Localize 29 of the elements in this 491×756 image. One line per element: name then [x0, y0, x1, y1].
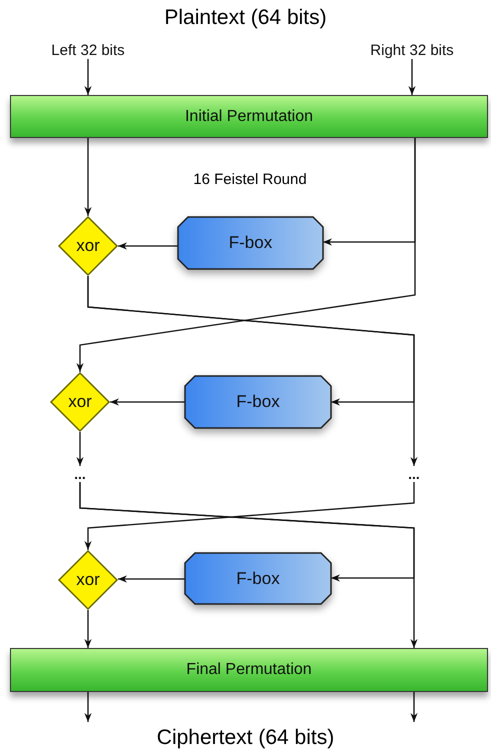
arrow — [84, 482, 415, 550]
function-box: F-box — [185, 553, 331, 604]
arrow — [76, 432, 84, 466]
arrow — [76, 138, 416, 372]
diagram-caption: Ciphertext (64 bits) — [156, 726, 336, 750]
permutation-bar: Final Permutation — [10, 648, 488, 692]
arrow — [110, 398, 185, 406]
bit-label: Left 32 bits — [38, 41, 138, 59]
arrow — [408, 59, 416, 95]
xor-diamond: xor — [50, 372, 110, 432]
diagram-title: Plaintext (64 bits) — [163, 6, 328, 30]
arrow — [84, 610, 92, 648]
round-label: 16 Feistel Round — [192, 171, 308, 188]
permutation-bar: Initial Permutation — [10, 95, 488, 138]
arrow — [410, 692, 418, 722]
arrow — [87, 276, 418, 466]
xor-diamond: xor — [58, 216, 118, 276]
function-box: F-box — [178, 217, 323, 269]
bit-label: Right 32 bits — [362, 41, 462, 59]
arrow — [84, 59, 92, 95]
ellipsis: ... — [68, 466, 92, 482]
function-box: F-box — [185, 376, 331, 428]
arrow — [118, 242, 178, 250]
xor-diamond: xor — [58, 550, 118, 610]
ellipsis: ... — [402, 466, 426, 482]
arrow — [84, 138, 92, 216]
arrow — [79, 482, 418, 648]
arrow — [84, 692, 92, 722]
arrow — [118, 575, 185, 583]
